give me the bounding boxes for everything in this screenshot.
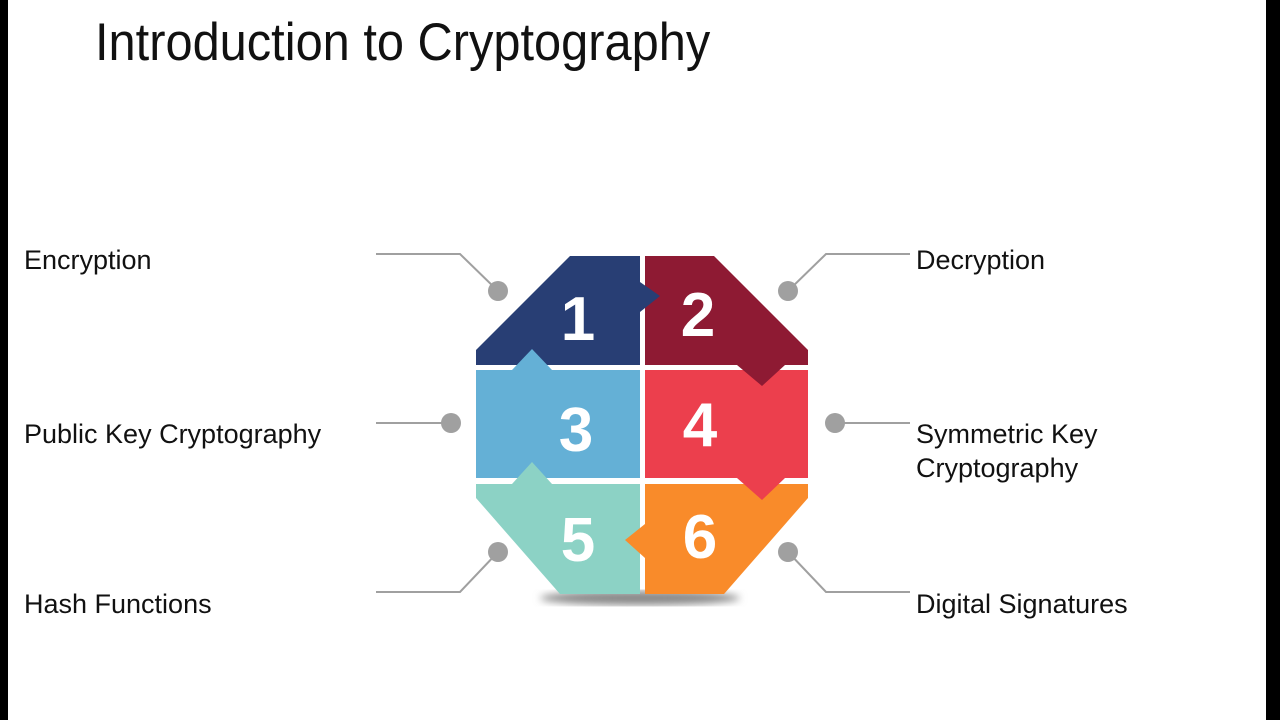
tab-5 [512, 462, 552, 484]
tab-1 [640, 282, 660, 312]
connector-dot-5 [488, 542, 508, 562]
tab-6 [625, 524, 645, 558]
piece-number-4: 4 [683, 391, 718, 460]
piece-number-5: 5 [561, 506, 595, 575]
label-symmetric-key-cryptography: Symmetric Key Cryptography [916, 419, 1098, 483]
connector-dot-1 [488, 281, 508, 301]
connector-line-2 [787, 253, 910, 292]
tab-4 [737, 478, 785, 500]
piece-number-6: 6 [683, 503, 717, 572]
puzzle-piece-6 [645, 484, 808, 594]
label-public-key-cryptography: Public Key Cryptography [24, 419, 322, 449]
connector-line-1 [376, 253, 499, 292]
connector-dot-2 [778, 281, 798, 301]
puzzle-piece-5 [476, 484, 640, 594]
puzzle-piece-2 [645, 256, 808, 365]
label-encryption: Encryption [24, 245, 152, 275]
slide-title: Introduction to Cryptography [95, 13, 711, 72]
tab-3 [512, 349, 552, 370]
connector-dot-6 [778, 542, 798, 562]
tab-2 [737, 365, 785, 386]
connector-dot-3 [441, 413, 461, 433]
puzzle-piece-1 [476, 256, 640, 365]
piece-number-3: 3 [559, 396, 593, 465]
label-digital-signatures: Digital Signatures [916, 589, 1128, 619]
label-decryption: Decryption [916, 245, 1046, 275]
connector-dot-4 [825, 413, 845, 433]
connector-line-6 [787, 551, 910, 593]
puzzle-piece-3 [476, 370, 640, 478]
connector-line-5 [376, 551, 499, 593]
puzzle-piece-4 [645, 370, 808, 478]
label-hash-functions: Hash Functions [24, 589, 212, 619]
piece-number-1: 1 [561, 285, 595, 354]
piece-number-2: 2 [681, 281, 715, 350]
shadow [540, 591, 740, 605]
